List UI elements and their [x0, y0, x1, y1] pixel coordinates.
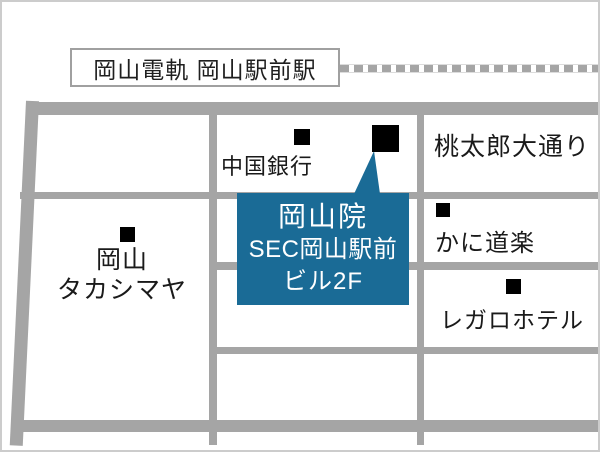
road-top-horizontal	[26, 102, 598, 115]
road-bottom-horizontal	[16, 420, 598, 432]
road-right-vertical	[417, 104, 424, 445]
clinic-building-marker	[372, 125, 399, 152]
railway-dashed-line	[340, 64, 598, 73]
kani-doraku-label: かに道楽	[435, 230, 535, 257]
road-fourth-horizontal	[209, 347, 598, 354]
chugoku-bank-marker	[294, 129, 310, 145]
chugoku-bank-label: 中国銀行	[220, 154, 313, 179]
regalo-hotel-label: レガロホテル	[440, 307, 584, 333]
regalo-hotel-marker	[506, 279, 521, 294]
takashimaya-label-line1: 岡山	[95, 246, 148, 274]
takashimaya-label-line2: タカシマヤ	[56, 276, 187, 304]
clinic-name: 岡山院	[277, 201, 368, 232]
station-label: 岡山電軌 岡山駅前駅	[93, 56, 317, 83]
station-label-box: 岡山電軌 岡山駅前駅	[70, 48, 340, 87]
road-center-vertical	[209, 104, 217, 445]
road-left-diagonal	[9, 100, 39, 446]
clinic-callout: 岡山院 SEC岡山駅前 ビル2F	[237, 193, 409, 305]
kani-doraku-marker	[436, 203, 450, 217]
callout-pointer	[354, 151, 380, 194]
takashimaya-marker	[120, 227, 135, 242]
clinic-floor: ビル2F	[282, 268, 363, 295]
clinic-building: SEC岡山駅前	[248, 236, 398, 263]
takashimaya-label: 岡山 タカシマヤ	[37, 245, 207, 305]
momotaro-street-label: 桃太郎大通り	[434, 133, 591, 161]
